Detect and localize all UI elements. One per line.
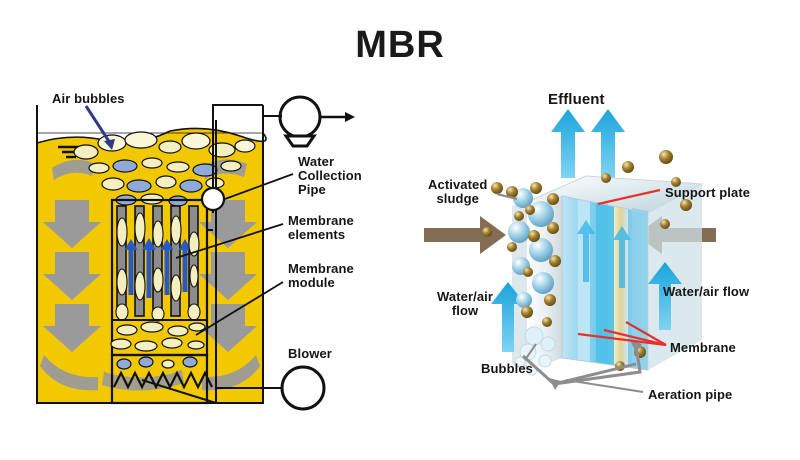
bubble-plume [514, 326, 556, 376]
air-bubbles-pointer [84, 105, 115, 150]
label-water-air-flow-left: Water/air flow [437, 289, 494, 319]
right-leader-lines [496, 188, 667, 393]
label-water-collection-pipe: Water Collection Pipe [298, 154, 362, 198]
permeate-pump-icon [278, 95, 355, 148]
membrane-cassette-3d [424, 109, 716, 390]
label-membrane-module: Membrane module [288, 261, 354, 291]
label-water-air-flow-right: Water/air flow [663, 284, 750, 299]
label-effluent: Effluent [548, 91, 605, 108]
label-bubbles: Bubbles [481, 361, 533, 376]
activated-sludge-particles [482, 150, 692, 371]
blower-icon [280, 365, 326, 411]
permeate-inner-arrows [577, 220, 631, 288]
label-membrane: Membrane [670, 340, 736, 355]
label-membrane-elements: Membrane elements [288, 213, 354, 243]
water-collection-pipe-node [200, 186, 226, 212]
label-activated-sludge: Activated sludge [428, 177, 488, 207]
membrane-module [110, 198, 213, 405]
label-blower: Blower [288, 346, 332, 361]
membrane-riser-arrows [124, 238, 192, 298]
left-leader-lines [175, 173, 294, 336]
label-air-bubbles: Air bubbles [52, 91, 125, 106]
page-title: MBR [355, 24, 445, 66]
blower-piping [141, 379, 282, 404]
label-support-plate: Support plate [665, 185, 751, 200]
label-aeration-pipe: Aeration pipe [648, 387, 733, 402]
effluent-arrows [551, 109, 625, 178]
